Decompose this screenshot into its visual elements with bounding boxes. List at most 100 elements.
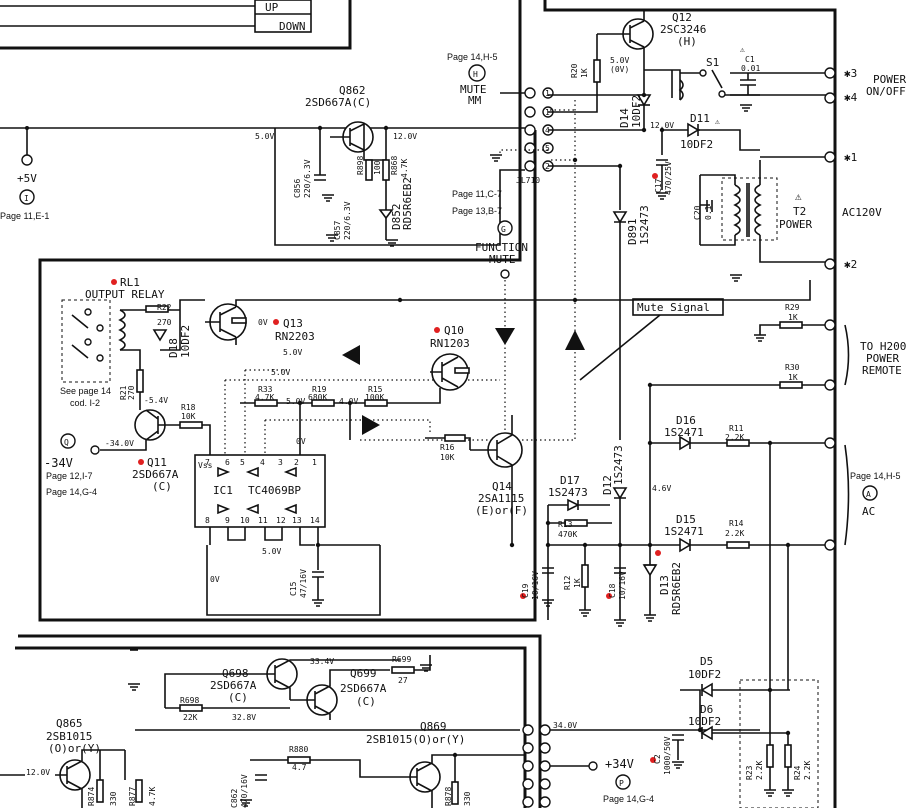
r23-resistor [766,744,774,768]
v-5v0-0v: 5.0V(0V) [610,56,629,74]
t2-ref: T2 [793,205,806,218]
connector-h [468,64,486,82]
ic1-type: TC4069BP [248,484,301,497]
connector-i-page: Page 11,E-1 [0,211,49,221]
q698-type: 2SD667A [210,679,257,692]
q865-ref: Q865 [56,717,83,730]
q698-ref: Q698 [222,667,249,680]
q12-type: 2SC3246 [660,23,706,36]
ic1-pin-9: 9 [225,516,230,525]
r21-value: 270 [127,385,136,400]
q699-ref: Q699 [350,667,377,680]
t2-warning: ⚠ [795,190,802,203]
up-label: UP [265,1,279,14]
r16-ref: R16 [440,443,455,452]
q12-ref: Q12 [672,11,692,24]
r699-resistor [391,666,415,674]
d6-type: 10DF2 [688,715,721,728]
r22-resistor [145,305,169,313]
terminal-1: ✱1 [844,151,857,164]
r16-value: 10K [440,453,455,462]
q698-rank: (C) [228,691,248,704]
r877-value: 4.7K [148,787,157,806]
r877-resistor [135,779,143,803]
t2-transformer [721,177,778,241]
r11-resistor [726,439,750,447]
s1-ref: S1 [706,56,719,69]
c19-value: 10/16V [531,571,540,600]
d18-type: 10DF2 [179,325,192,358]
r12-resistor [581,564,589,588]
connector-i-voltage: +5V [17,172,37,185]
r698-resistor [179,704,203,712]
d11-type: 10DF2 [680,138,713,151]
v-0v-ic: 0V [296,437,306,446]
r698-ref: R698 [180,696,199,705]
r878-ref: R878 [444,787,453,806]
c862-ref: C862 [230,789,239,808]
connector-a-page: Page 14,H-5 [850,471,901,481]
c15-ref: C15 [289,581,298,596]
c18-ref: C18 [608,583,617,598]
q11-ref: Q11 [147,456,167,469]
r15-ref: R15 [368,385,383,394]
d16-type: 1S2471 [664,426,704,439]
ic1-pin-6: 6 [225,458,230,467]
down-label: DOWN [279,20,306,33]
r877-ref: R877 [128,787,137,806]
junction-dots [297,92,791,758]
connector-a-letter: A [866,490,871,499]
q869-ref: Q869 [420,720,447,733]
r12-value: 1K [573,578,582,588]
r20-value: 1K [580,68,589,78]
r698-value: 22K [183,713,198,722]
c857-value: 220/6.3V [343,201,352,240]
q865-rank: (O)or(Y) [48,742,101,755]
d6-diode [700,725,713,741]
connector-p-voltage: +34V [605,757,634,771]
d16-diode [679,435,692,451]
c2-value: 1000/50V [663,736,672,775]
v-5v-ic: 5.0V [286,397,305,406]
ic1-pin-8: 8 [205,516,210,525]
v-340: 34.0V [553,721,577,730]
d15-diode [679,537,692,553]
q14-rank: (E)or(F) [475,504,528,517]
r24-resistor [784,744,792,768]
mute-signal-box [632,298,724,316]
q14-type: 2SA1115 [478,492,524,505]
r878-value: 330 [463,791,472,806]
v-334: 33.4V [310,657,334,666]
q865-type: 2SB1015 [46,730,92,743]
r33-ref: R33 [258,385,273,394]
t2-name: POWER [779,218,812,231]
ac120-label: AC120V [842,206,882,219]
connector-p-page: Page 14,G-4 [603,794,654,804]
r898-resistor [365,159,373,181]
r30-value: 1K [788,373,798,382]
r898-ref: R898 [356,156,365,175]
c15-value: 47/16V [299,569,308,598]
connector-q-letter: Q [64,438,69,447]
r14-ref: R14 [729,519,744,528]
connector-a [862,485,878,501]
c20-value: 0.1 [704,205,713,220]
ic1-pin-11: 11 [258,516,268,525]
r880-value: 4.7 [292,763,307,772]
d13-ref: D13 [658,575,671,595]
c18-value: 10/16V [618,571,627,600]
jack-pin-2: 2 [545,162,550,171]
connector-i [19,189,35,205]
d891-diode [612,211,628,224]
d18-ref: D18 [167,338,180,358]
connector-g-ref2: Page 13,B-7 [452,206,502,216]
connector-q-page2: Page 14,G-4 [46,487,97,497]
r18-ref: R18 [181,403,196,412]
mute-arrow-up [565,330,585,350]
connector-g-letter: G [501,225,506,234]
c856-value: 220/6.3V [303,159,312,198]
v-0v-left: 0V [210,575,220,584]
ground-symbols [128,104,794,807]
